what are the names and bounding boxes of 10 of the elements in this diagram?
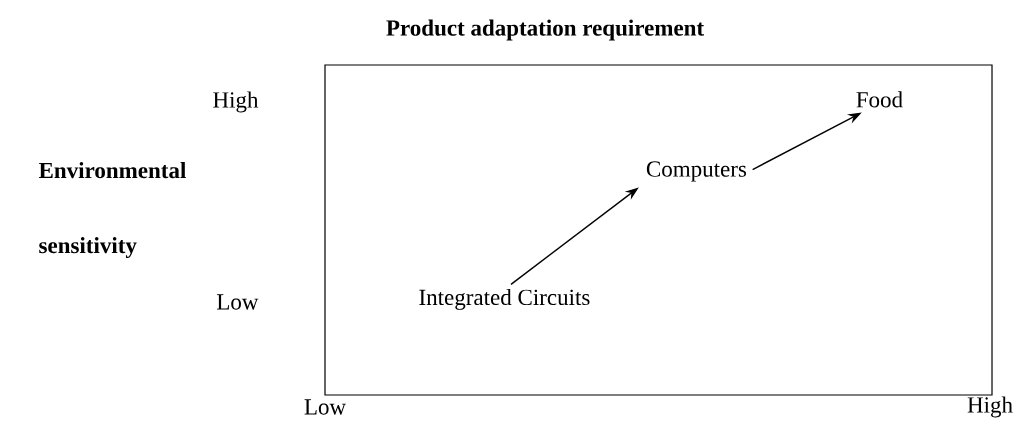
plot-frame [324, 64, 993, 396]
axis-level: High [967, 396, 1013, 418]
item-label: Integrated Circuits [419, 288, 590, 310]
item-label: Food [856, 91, 903, 108]
axis-level: Low [304, 399, 346, 415]
axis-level: Low [216, 294, 259, 310]
axis-level: High [213, 91, 259, 113]
chart-title: Product adaptation requirement [386, 19, 704, 41]
axis-title: Environmental sensitivity [38, 162, 186, 258]
item-label: Computers [646, 161, 747, 182]
